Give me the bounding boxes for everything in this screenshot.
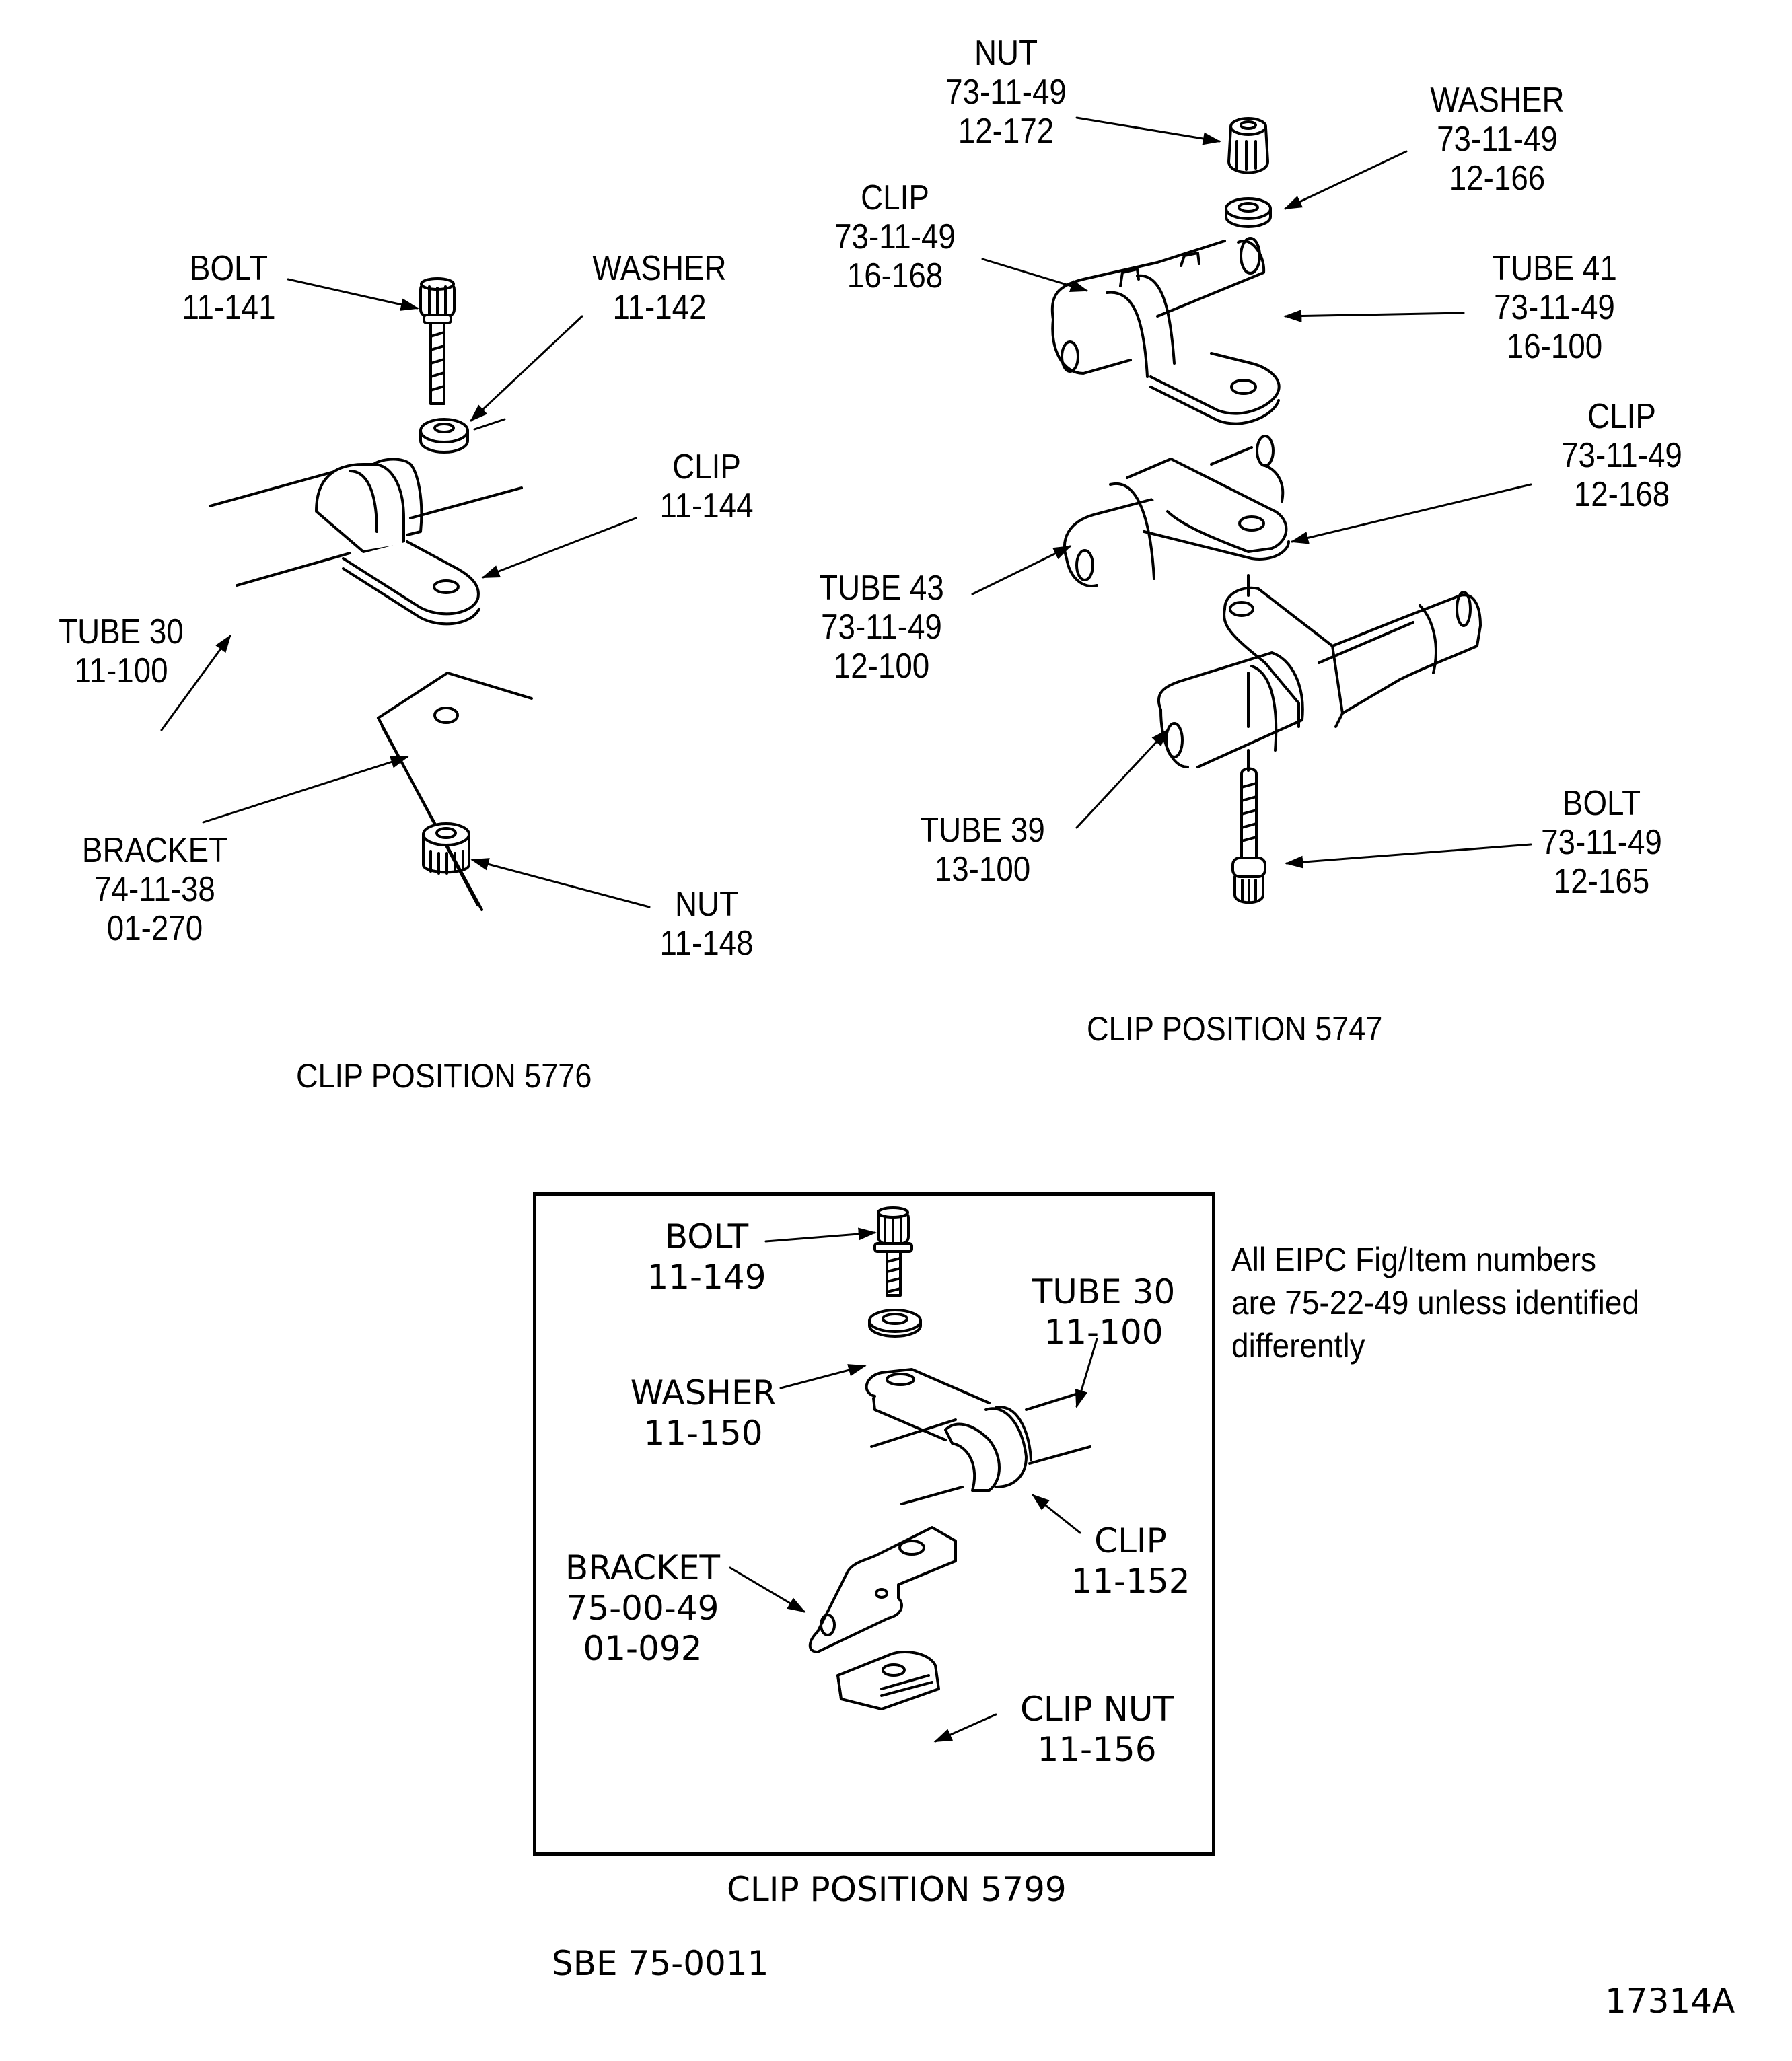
label-washer-11-142: WASHER 11-142: [592, 249, 727, 327]
view-5776-drawing: [160, 277, 651, 911]
clip-12-168-part: [1063, 435, 1290, 587]
nut-11-148-part: [422, 822, 470, 875]
label-clip-12-168: CLIP 73-11-49 12-168: [1561, 397, 1682, 514]
bracket-74-11-38-part: [377, 672, 533, 911]
label-washer-12-166: WASHER 73-11-49 12-166: [1430, 81, 1565, 198]
label-bolt-12-165: BOLT 73-11-49 12-165: [1541, 784, 1662, 901]
label-tube-41: TUBE 41 73-11-49 16-100: [1492, 249, 1617, 366]
label-bracket-74-11-38: BRACKET 74-11-38 01-270: [81, 831, 228, 948]
label-bolt-11-141: BOLT 11-141: [182, 249, 276, 327]
label-clip-11-152: CLIP 11-152: [1071, 1521, 1190, 1601]
service-bulletin-label: SBE 75-0011: [552, 1944, 769, 1983]
caption-clip-position-5799: CLIP POSITION 5799: [727, 1870, 1067, 1909]
washer-11-150-part: [868, 1309, 922, 1338]
clip-16-168-part: [1050, 237, 1281, 425]
clip-nut-11-156-part: [836, 1651, 940, 1710]
bolt-12-165-part: [1231, 767, 1266, 904]
caption-clip-position-5747: CLIP POSITION 5747: [1087, 1010, 1383, 1048]
washer-12-166-part: [1225, 197, 1272, 228]
bracket-75-00-49-part: [808, 1526, 957, 1653]
tube-39-assembly-part: [1157, 574, 1482, 772]
washer-11-142-part: [419, 418, 469, 454]
label-bolt-11-149: BOLT 11-149: [647, 1217, 766, 1297]
label-tube-39: TUBE 39 13-100: [920, 811, 1045, 889]
clip-11-144-part: [315, 458, 480, 626]
fig-item-note: All EIPC Fig/Item numbers are 75-22-49 u…: [1231, 1241, 1640, 1365]
nut-12-172-part: [1227, 117, 1269, 174]
label-clip-16-168: CLIP 73-11-49 16-168: [834, 178, 956, 295]
view-5799-drawing: [729, 1206, 1098, 1743]
label-nut-11-148: NUT 11-148: [659, 885, 754, 963]
label-tube-43: TUBE 43 73-11-49 12-100: [819, 569, 944, 686]
label-tube-30-11-100: TUBE 30 11-100: [59, 612, 184, 690]
figure-number: 17314A: [1605, 1982, 1735, 2021]
view-5747-drawing: [971, 116, 1532, 904]
label-tube-30-11-100-sbe: TUBE 30 11-100: [1032, 1272, 1176, 1352]
caption-clip-position-5776: CLIP POSITION 5776: [296, 1057, 592, 1095]
label-washer-11-150: WASHER 11-150: [630, 1373, 777, 1453]
clip-11-152-part: [865, 1368, 1091, 1505]
sbe-view-frame: [533, 1192, 1215, 1856]
label-clip-nut-11-156: CLIP NUT 11-156: [1019, 1690, 1174, 1769]
label-bracket-75-00-49: BRACKET 75-00-49 01-092: [565, 1548, 721, 1668]
label-clip-11-144: CLIP 11-144: [659, 447, 754, 526]
label-nut-12-172: NUT 73-11-49 12-172: [945, 34, 1067, 151]
bolt-11-141-part: [419, 277, 456, 405]
bolt-11-149-part: [873, 1206, 913, 1297]
